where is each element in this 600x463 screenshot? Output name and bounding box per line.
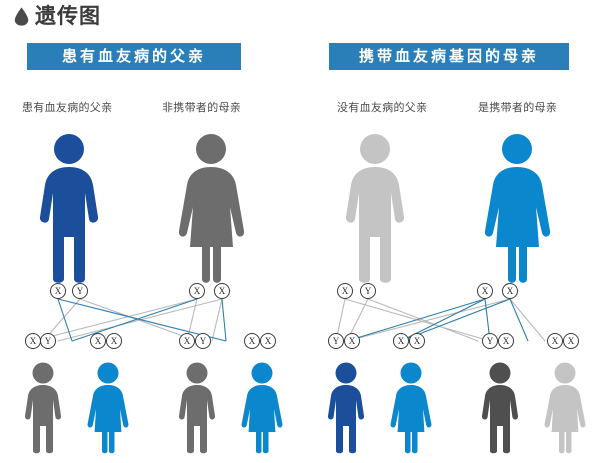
child-genotype-circle: Y (40, 333, 56, 349)
child-genotype-circle: X (409, 333, 425, 349)
parent-caption-father: 没有血友病的父亲 (337, 101, 428, 114)
gamete-circle: X (214, 283, 230, 299)
child-genotype-circle: X (106, 333, 122, 349)
child-genotype-circle: Y (482, 333, 498, 349)
figure-child (22, 362, 65, 454)
page-title: 遗传图 (35, 4, 101, 28)
figure-child (85, 362, 131, 454)
gamete-circle: X (477, 283, 493, 299)
figure-child (325, 362, 368, 454)
gamete-circle: Y (360, 283, 376, 299)
child-genotype-circle: X (547, 333, 563, 349)
child-genotype-circle: X (344, 333, 360, 349)
child-genotype-circle: X (90, 333, 106, 349)
figure-child (479, 362, 522, 454)
panel-badge: 携带血友病基因的母亲 (330, 44, 568, 69)
child-genotype-circle: X (498, 333, 514, 349)
child-genotype-circle: Y (195, 333, 211, 349)
figure-child (542, 362, 588, 454)
figure-child (239, 362, 285, 454)
gamete-circle: X (337, 283, 353, 299)
figure-father (342, 133, 408, 283)
figure-mother (176, 133, 246, 283)
parent-caption-mother: 非携带者的母亲 (162, 101, 242, 114)
page-header: 遗传图 (14, 6, 101, 27)
gamete-circle: X (502, 283, 518, 299)
child-genotype-circle: X (563, 333, 579, 349)
figure-mother (482, 133, 552, 283)
child-genotype-circle: Y (328, 333, 344, 349)
figure-child (176, 362, 219, 454)
parent-caption-mother: 是携带者的母亲 (478, 101, 558, 114)
child-genotype-circle: X (260, 333, 276, 349)
gamete-circle: X (50, 283, 66, 299)
panel-affected-father: 患有血友病的父亲 患有血友病的父亲 非携带者的母亲 (22, 44, 285, 454)
child-genotype-circle: X (244, 333, 260, 349)
child-genotype-circle: X (393, 333, 409, 349)
parent-caption-father: 患有血友病的父亲 (22, 101, 113, 114)
panel-carrier-mother: 携带血友病基因的母亲 没有血友病的父亲 是携带者的母亲 (300, 0, 600, 463)
figure-father (36, 133, 102, 283)
child-genotype-circle: X (179, 333, 195, 349)
panel-badge: 患有血友病的父亲 (28, 44, 240, 69)
gamete-circle: X (189, 283, 205, 299)
gamete-circle: Y (72, 283, 88, 299)
figure-child (388, 362, 434, 454)
blood-drop-icon (14, 7, 29, 26)
child-genotype-circle: X (25, 333, 41, 349)
